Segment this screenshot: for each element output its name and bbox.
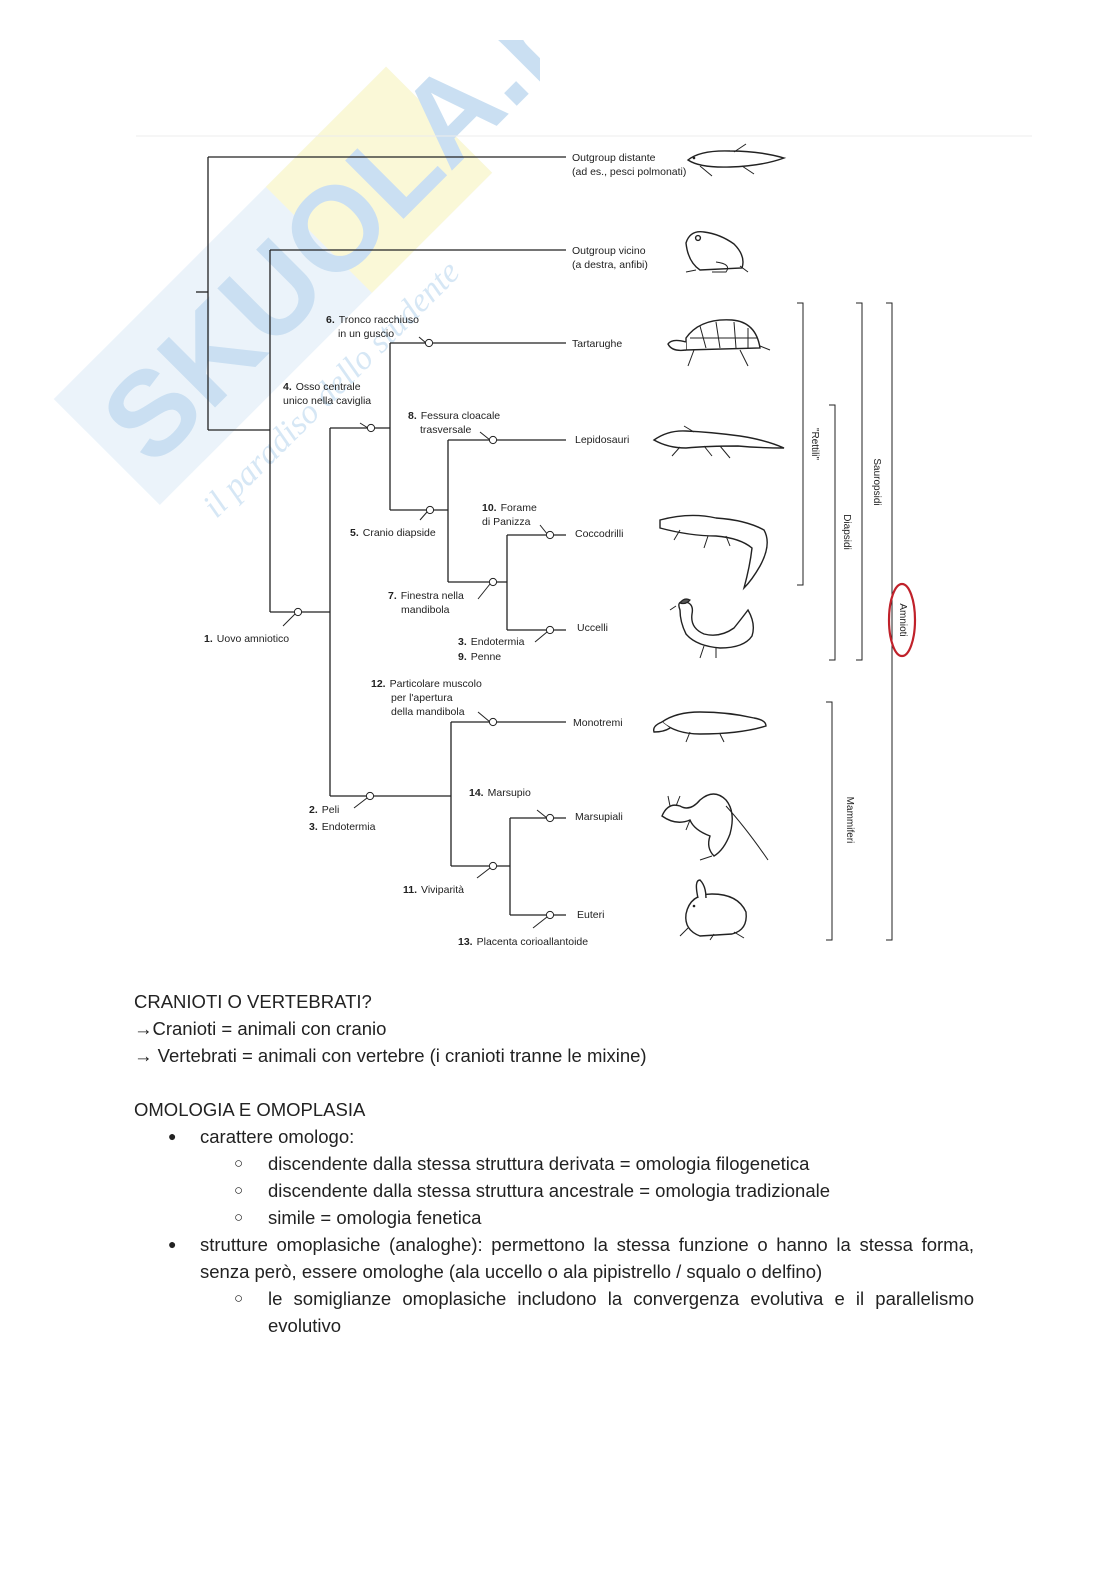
heading-cranioti-vertebrati: CRANIOTI O VERTEBRATI?	[134, 991, 372, 1012]
group-rettili: "Rettili"	[809, 428, 820, 461]
taxon-tartarughe: Tartarughe	[572, 338, 622, 350]
char-8-line1: 8.Fessura cloacale	[408, 410, 500, 422]
group-diapsidi: Diapsidi	[841, 514, 852, 550]
char-6-line2: in un guscio	[338, 328, 394, 340]
taxon-marsupiali: Marsupiali	[575, 811, 623, 823]
char-4-line2: unico nella caviglia	[283, 395, 371, 407]
char-7-line2: mandibola	[401, 604, 450, 616]
taxon-monotremi: Monotremi	[573, 717, 623, 729]
group-brackets: "Rettili" Diapsidi Sauropsidi Mammiferi …	[797, 302, 917, 941]
taxon-outgroup-distante-2: (ad es., pesci polmonati)	[572, 166, 686, 178]
char-2: 2.Peli	[309, 804, 339, 816]
taxon-outgroup-distante-1: Outgroup distante	[572, 152, 656, 164]
char-7-line1: 7.Finestra nella	[388, 590, 464, 602]
char-3-mammals: 3.Endotermia	[309, 821, 376, 833]
character-labels: 1.Uovo amniotico 2.Peli 3.Endotermia 4.O…	[204, 314, 588, 948]
definition-cranioti: →Cranioti = animali con cranio	[134, 1018, 387, 1039]
taxon-coccodrilli: Coccodrilli	[575, 528, 623, 540]
list-item: discendente dalla stessa struttura deriv…	[134, 1150, 974, 1177]
frog-icon	[685, 231, 749, 273]
lizard-icon	[652, 425, 785, 459]
taxon-euteri: Euteri	[577, 909, 604, 921]
char-14: 14.Marsupio	[469, 787, 531, 799]
heading-omologia-omoplasia: OMOLOGIA E OMOPLASIA	[134, 1099, 366, 1120]
char-12-line1: 12.Particolare muscolo	[371, 678, 482, 690]
char-1: 1.Uovo amniotico	[204, 633, 289, 645]
char-5: 5.Cranio diapside	[350, 527, 436, 539]
list-item: simile = omologia fenetica	[134, 1204, 974, 1231]
char-8-line2: trasversale	[420, 424, 472, 436]
char-4-line1: 4.Osso centrale	[283, 381, 361, 393]
rabbit-icon	[679, 879, 747, 941]
taxon-labels: Outgroup distante (ad es., pesci polmona…	[572, 152, 686, 921]
char-10-line2: di Panizza	[482, 516, 531, 528]
char-6-line1: 6.Tronco racchiuso	[326, 314, 419, 326]
notes-section: CRANIOTI O VERTEBRATI? →Cranioti = anima…	[134, 988, 974, 1339]
character-nodes	[282, 336, 555, 929]
cladogram-figure: Outgroup distante (ad es., pesci polmona…	[136, 135, 1032, 948]
char-11: 11.Viviparità	[403, 884, 464, 896]
list-item: discendente dalla stessa struttura ances…	[134, 1177, 974, 1204]
list-item: le somiglianze omoplasiche includono la …	[134, 1285, 974, 1339]
char-10-line1: 10.Forame	[482, 502, 537, 514]
char-9: 9.Penne	[458, 651, 501, 663]
kangaroo-icon	[661, 793, 769, 861]
rooster-icon	[669, 598, 755, 659]
definition-vertebrati: → Vertebrati = animali con vertebre (i c…	[134, 1045, 647, 1066]
list-item: carattere omologo:	[134, 1123, 974, 1150]
list-item: strutture omoplasiche (analoghe): permet…	[134, 1231, 974, 1285]
char-13: 13.Placenta corioallantoide	[458, 936, 588, 948]
char-12-line2: per l'apertura	[391, 692, 453, 704]
animal-illustrations	[652, 143, 787, 941]
omologia-list: carattere omologo: discendente dalla ste…	[134, 1123, 974, 1339]
tree-branches	[196, 156, 566, 916]
taxon-uccelli: Uccelli	[577, 622, 608, 634]
crocodile-icon	[659, 514, 768, 591]
taxon-lepidosauri: Lepidosauri	[575, 434, 629, 446]
char-12-line3: della mandibola	[391, 706, 465, 718]
group-amnioti: Amnioti	[897, 603, 908, 636]
taxon-outgroup-vicino-2: (a destra, anfibi)	[572, 259, 648, 271]
lungfish-icon	[686, 143, 787, 177]
amnioti-highlight-circle	[887, 582, 917, 658]
char-3-birds: 3.Endotermia	[458, 636, 525, 648]
turtle-icon	[667, 319, 771, 367]
platypus-icon	[652, 711, 767, 743]
group-mammiferi: Mammiferi	[844, 797, 855, 844]
taxon-outgroup-vicino-1: Outgroup vicino	[572, 245, 646, 257]
group-sauropsidi: Sauropsidi	[871, 458, 882, 505]
